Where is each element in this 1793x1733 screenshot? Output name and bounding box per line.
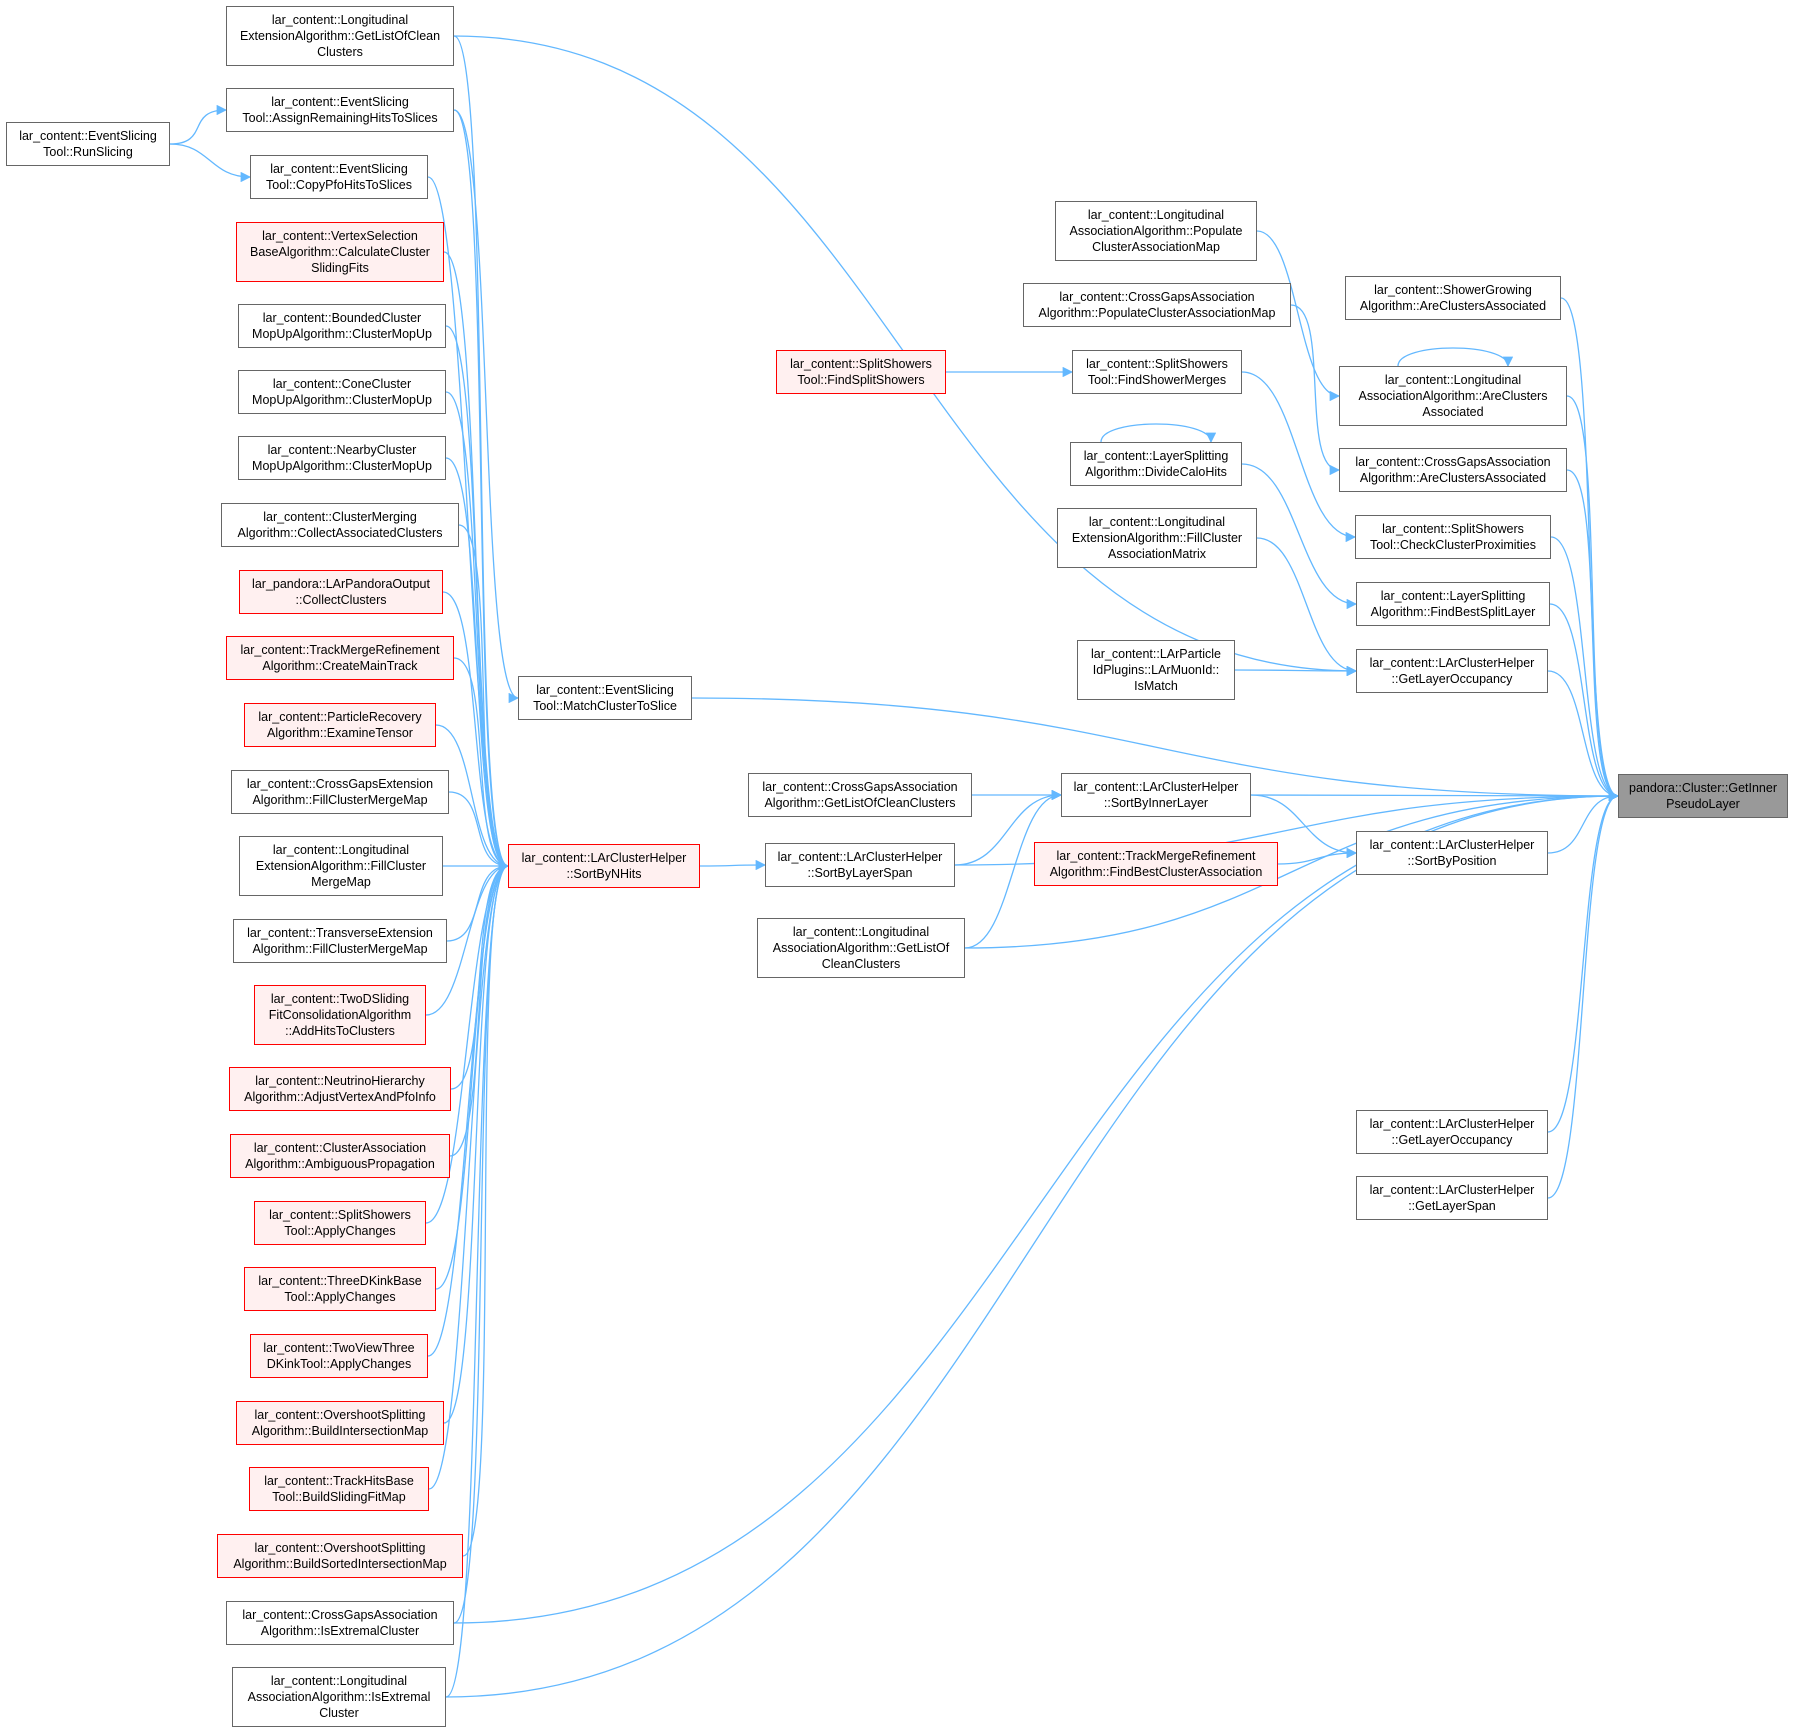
node-leFill[interactable]: lar_content::Longitudinal ExtensionAlgor…: [239, 836, 443, 896]
node-laExt[interactable]: lar_content::Longitudinal AssociationAlg…: [232, 1667, 446, 1727]
node-nhAdjust[interactable]: lar_content::NeutrinoHierarchy Algorithm…: [229, 1067, 451, 1111]
edge-sortByNHits-to-sortByLayerSpan: [699, 859, 767, 871]
edge-esMatch-to-getinner: [691, 697, 1620, 802]
edge-cgeFill-to-sortByNHits: [448, 791, 510, 872]
node-sgAre[interactable]: lar_content::ShowerGrowing Algorithm::Ar…: [1345, 276, 1561, 320]
node-thbBuild[interactable]: lar_content::TrackHitsBase Tool::BuildSl…: [249, 1467, 429, 1511]
node-lpMuon[interactable]: lar_content::LArParticle IdPlugins::LArM…: [1077, 640, 1235, 700]
edge-sortByInner-to-getinner: [1250, 790, 1620, 802]
edge-prExamine-to-sortByNHits: [435, 724, 510, 872]
edge-sgAre-to-getinner: [1560, 297, 1620, 802]
edge-getLayerOcc1-to-getinner: [1547, 670, 1620, 802]
node-getLayerSpan[interactable]: lar_content::LArClusterHelper ::GetLayer…: [1356, 1176, 1548, 1220]
node-esMatch[interactable]: lar_content::EventSlicing Tool::MatchClu…: [518, 676, 692, 720]
edge-cgaPopulate-to-cgaAre: [1290, 304, 1341, 476]
edge-sortByPos-to-getinner: [1547, 790, 1620, 854]
node-vsCalc[interactable]: lar_content::VertexSelection BaseAlgorit…: [236, 222, 444, 282]
node-teFill[interactable]: lar_content::TransverseExtension Algorit…: [233, 919, 447, 963]
edge-laAre-self-loop: [1397, 347, 1514, 368]
node-esRun[interactable]: lar_content::EventSlicing Tool::RunSlici…: [6, 122, 170, 166]
node-tvtApply[interactable]: lar_content::TwoViewThree DKinkTool::App…: [250, 1334, 428, 1378]
node-sstMerges[interactable]: lar_content::SplitShowers Tool::FindShow…: [1072, 350, 1242, 394]
edge-esRun-to-esCopy: [169, 143, 252, 183]
edge-lsDivide-self-loop: [1100, 423, 1217, 444]
edge-lsDivide-to-lsFind: [1241, 463, 1358, 610]
node-laPopulate[interactable]: lar_content::Longitudinal AssociationAlg…: [1055, 201, 1257, 261]
node-cmCollect[interactable]: lar_content::ClusterMerging Algorithm::C…: [221, 503, 459, 547]
node-esCopy[interactable]: lar_content::EventSlicing Tool::CopyPfoH…: [250, 155, 428, 199]
node-lsDivide[interactable]: lar_content::LayerSplitting Algorithm::D…: [1070, 442, 1242, 486]
node-osBuildSorted[interactable]: lar_content::OvershootSplitting Algorith…: [217, 1534, 463, 1578]
edge-laExt-to-getinner: [445, 790, 1620, 1698]
node-sstCheck[interactable]: lar_content::SplitShowers Tool::CheckClu…: [1355, 515, 1551, 559]
node-sortByPos[interactable]: lar_content::LArClusterHelper ::SortByPo…: [1356, 831, 1548, 875]
node-cgaGetList[interactable]: lar_content::CrossGapsAssociation Algori…: [748, 773, 972, 817]
node-lpoCollect[interactable]: lar_pandora::LArPandoraOutput ::CollectC…: [239, 570, 443, 614]
node-sstApply[interactable]: lar_content::SplitShowers Tool::ApplyCha…: [254, 1201, 426, 1245]
edge-esRun-to-esAssign: [169, 104, 228, 145]
edge-sstMerges-to-sstCheck: [1241, 371, 1357, 543]
edge-esAssign-to-sortByNHits: [453, 109, 510, 872]
node-laGetList[interactable]: lar_content::Longitudinal AssociationAlg…: [757, 918, 965, 978]
node-getLayerOcc1[interactable]: lar_content::LArClusterHelper ::GetLayer…: [1356, 649, 1548, 693]
edge-lpoCollect-to-sortByNHits: [442, 591, 510, 872]
edge-laExt-to-sortByNHits: [445, 860, 510, 1698]
node-ssFind[interactable]: lar_content::SplitShowers Tool::FindSpli…: [776, 350, 946, 394]
edge-laGetList-to-sortByInner: [964, 789, 1063, 949]
edge-tdsAdd-to-sortByNHits: [425, 860, 510, 1016]
node-tdsAdd[interactable]: lar_content::TwoDSliding FitConsolidatio…: [254, 985, 426, 1045]
node-leFillAssoc[interactable]: lar_content::Longitudinal ExtensionAlgor…: [1057, 508, 1257, 568]
node-getLayerOcc2[interactable]: lar_content::LArClusterHelper ::GetLayer…: [1356, 1110, 1548, 1154]
node-lsFind[interactable]: lar_content::LayerSplitting Algorithm::F…: [1356, 582, 1550, 626]
edge-getLayerSpan-to-getinner: [1547, 790, 1620, 1199]
node-laAre[interactable]: lar_content::Longitudinal AssociationAlg…: [1339, 366, 1567, 426]
node-cgaPopulate[interactable]: lar_content::CrossGapsAssociation Algori…: [1023, 283, 1291, 327]
edge-sstApply-to-sortByNHits: [425, 860, 510, 1224]
node-sortByInner[interactable]: lar_content::LArClusterHelper ::SortByIn…: [1061, 773, 1251, 817]
edge-lsFind-to-getinner: [1549, 603, 1620, 802]
edge-sstCheck-to-getinner: [1550, 536, 1620, 802]
edge-sortByLayerSpan-to-sortByInner: [954, 789, 1063, 866]
edge-tmrFind-to-sortByPos: [1277, 847, 1358, 865]
node-sortByLayerSpan[interactable]: lar_content::LArClusterHelper ::SortByLa…: [765, 843, 955, 887]
node-tmrCreate[interactable]: lar_content::TrackMergeRefinement Algori…: [226, 636, 454, 680]
node-tmrFind[interactable]: lar_content::TrackMergeRefinement Algori…: [1034, 842, 1278, 886]
node-prExamine[interactable]: lar_content::ParticleRecovery Algorithm:…: [244, 703, 436, 747]
edge-lehGetList-to-sortByNHits: [453, 35, 510, 872]
edge-esAssign-to-esMatch: [453, 109, 520, 704]
edge-tvtApply-to-sortByNHits: [427, 860, 510, 1357]
edge-ccMop-to-sortByNHits: [445, 391, 510, 872]
edge-bcMop-to-sortByNHits: [445, 325, 510, 872]
edge-laPopulate-to-laAre: [1256, 230, 1341, 402]
node-esAssign[interactable]: lar_content::EventSlicing Tool::AssignRe…: [226, 88, 454, 132]
edge-layer: [169, 35, 1620, 1698]
edge-leFillAssoc-to-getLayerOcc1: [1256, 537, 1358, 677]
node-sortByNHits[interactable]: lar_content::LArClusterHelper ::SortByNH…: [508, 844, 700, 888]
edge-getLayerOcc2-to-getinner: [1547, 790, 1620, 1133]
edge-cmCollect-to-sortByNHits: [458, 524, 510, 872]
node-bcMop[interactable]: lar_content::BoundedCluster MopUpAlgorit…: [238, 304, 446, 348]
edge-tmrCreate-to-sortByNHits: [453, 657, 510, 872]
node-osBuild[interactable]: lar_content::OvershootSplitting Algorith…: [236, 1401, 444, 1445]
edge-laAre-to-getinner: [1566, 395, 1620, 802]
node-cgaExt[interactable]: lar_content::CrossGapsAssociation Algori…: [226, 1601, 454, 1645]
edge-cgaAre-to-getinner: [1566, 469, 1620, 802]
edge-laGetList-to-getinner: [964, 790, 1620, 949]
edge-thbBuild-to-sortByNHits: [428, 860, 510, 1490]
node-ncMop[interactable]: lar_content::NearbyCluster MopUpAlgorith…: [238, 436, 446, 480]
node-caAmb[interactable]: lar_content::ClusterAssociation Algorith…: [230, 1134, 450, 1178]
node-getinner[interactable]: pandora::Cluster::GetInner PseudoLayer: [1618, 774, 1788, 818]
node-tdkApply[interactable]: lar_content::ThreeDKinkBase Tool::ApplyC…: [244, 1267, 436, 1311]
node-cgeFill[interactable]: lar_content::CrossGapsExtension Algorith…: [231, 770, 449, 814]
node-lehGetList[interactable]: lar_content::Longitudinal ExtensionAlgor…: [226, 6, 454, 66]
node-ccMop[interactable]: lar_content::ConeCluster MopUpAlgorithm:…: [238, 370, 446, 414]
node-cgaAre[interactable]: lar_content::CrossGapsAssociation Algori…: [1339, 448, 1567, 492]
